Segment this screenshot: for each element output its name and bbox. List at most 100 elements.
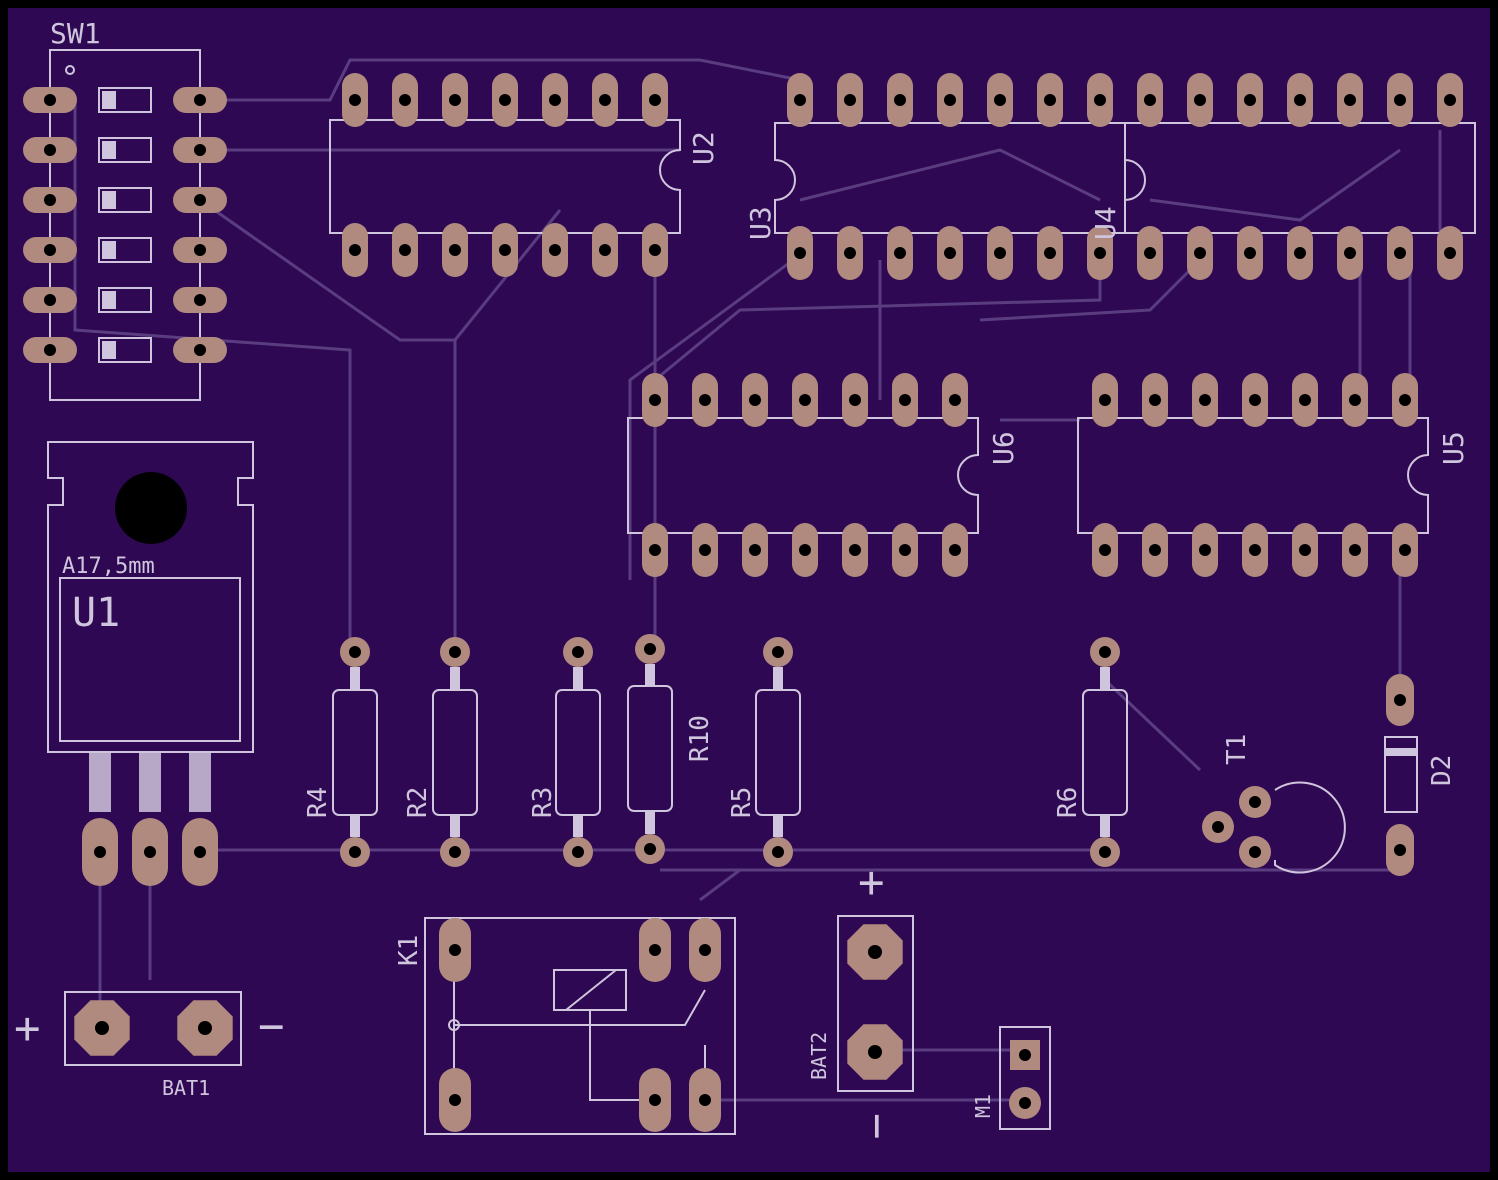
u1-body (59, 577, 241, 742)
r3-pad-top (563, 637, 593, 667)
sw1-pad-left-4 (23, 237, 77, 263)
u3-pin-bottom-4 (937, 226, 963, 280)
u3-pin-top-4 (937, 73, 963, 127)
u3-pin-bottom-5-drill (994, 247, 1006, 259)
label-u1: U1 (72, 590, 120, 636)
u4-pin-top-6 (1387, 73, 1413, 127)
bat1-pad-minus (177, 1000, 233, 1056)
u6-pin-bottom-1 (642, 523, 668, 577)
label-r4: R4 (303, 787, 333, 818)
u4-pin-bottom-3-drill (1244, 247, 1256, 259)
sw1-pad-left-5 (23, 287, 77, 313)
sw1-switch-knob-5 (102, 291, 116, 309)
label-t1: T1 (1222, 734, 1252, 765)
u5-pin-bottom-5-drill (1299, 544, 1311, 556)
sw1-pad-left-1-drill (44, 94, 56, 106)
u2-pin-bottom-3 (442, 223, 468, 277)
label-bat1: BAT1 (162, 1076, 210, 1100)
sw1-pad-right-3-drill (194, 194, 206, 206)
u3-pin-top-3 (887, 73, 913, 127)
u1-pad-2-drill (144, 846, 156, 858)
sw1-switch-2 (98, 137, 152, 163)
bat2-pad-minus (847, 1024, 903, 1080)
u6-pin-top-4-drill (799, 394, 811, 406)
u4-pin-top-7 (1437, 73, 1463, 127)
u6-pin-top-2 (692, 373, 718, 427)
d2-pad-anode-drill (1394, 694, 1406, 706)
r5-body (755, 689, 801, 816)
u2-pin-bottom-5-drill (549, 244, 561, 256)
u3-pin-bottom-2-drill (844, 247, 856, 259)
u6-pin-bottom-1-drill (649, 544, 661, 556)
k1-outline (424, 917, 736, 1135)
r5-pad-bottom-drill (772, 846, 784, 858)
sw1-pad-right-2-drill (194, 144, 206, 156)
u3-pin-bottom-7-drill (1094, 247, 1106, 259)
label-m1: M1 (971, 1094, 995, 1118)
k1-pad-coil-2-drill (449, 1094, 461, 1106)
u6-pin-top-1 (642, 373, 668, 427)
trace-18 (1103, 678, 1202, 772)
r5-pad-top-drill (772, 646, 784, 658)
r3-body (555, 689, 601, 816)
u6-pin-top-6-drill (899, 394, 911, 406)
t1-pad-3 (1239, 836, 1271, 868)
u2-pin-top-2-drill (399, 94, 411, 106)
u4-pin-top-6-drill (1394, 94, 1406, 106)
u2-pin-top-7 (642, 73, 668, 127)
label-r5: R5 (727, 787, 757, 818)
r10-pad-top-drill (644, 643, 656, 655)
m1-pad-1 (1010, 1040, 1040, 1070)
bat1-minus-sign: − (258, 1001, 285, 1052)
u3-pin-top-1-drill (794, 94, 806, 106)
r6-body (1082, 689, 1128, 816)
u5-pin-top-4-drill (1249, 394, 1261, 406)
u5-pin-bottom-3 (1192, 523, 1218, 577)
u6-outline (627, 417, 979, 534)
k1-pad-com-2-drill (699, 944, 711, 956)
u4-pin-top-5-drill (1344, 94, 1356, 106)
r4-pad-top (340, 637, 370, 667)
u5-pin-top-5-drill (1299, 394, 1311, 406)
sw1-pad-right-4-drill (194, 244, 206, 256)
u4-outline (1124, 122, 1476, 234)
sw1-switch-knob-1 (102, 91, 116, 109)
u5-pin-top-3 (1192, 373, 1218, 427)
u2-pin-bottom-6 (592, 223, 618, 277)
u5-pin-top-2-drill (1149, 394, 1161, 406)
u3-pin-bottom-5 (987, 226, 1013, 280)
u4-pin-top-4 (1287, 73, 1313, 127)
m1-outline (999, 1026, 1051, 1130)
u5-pin-bottom-2 (1142, 523, 1168, 577)
u6-pin-top-5-drill (849, 394, 861, 406)
k1-pad-com-1-drill (649, 944, 661, 956)
u4-pin-bottom-2-drill (1194, 247, 1206, 259)
u6-pin-bottom-3 (742, 523, 768, 577)
u3-pin-bottom-6-drill (1044, 247, 1056, 259)
u4-pin-bottom-2 (1187, 226, 1213, 280)
label-sw1: SW1 (50, 17, 101, 50)
label-bat2: BAT2 (807, 1032, 831, 1080)
k1-pad-coil-1 (439, 918, 471, 982)
u4-pin-bottom-5-drill (1344, 247, 1356, 259)
r5-pad-top (763, 637, 793, 667)
sw1-pad-left-2 (23, 137, 77, 163)
u5-pin-top-5 (1292, 373, 1318, 427)
u3-pin-top-2 (837, 73, 863, 127)
sw1-switch-knob-3 (102, 191, 116, 209)
t1-pad-1 (1239, 786, 1271, 818)
u3-pin-bottom-2 (837, 226, 863, 280)
u4-pin-bottom-4 (1287, 226, 1313, 280)
r4-pad-bottom (340, 837, 370, 867)
u4-pin-bottom-4-drill (1294, 247, 1306, 259)
u3-pin-top-5-drill (994, 94, 1006, 106)
u4-pin-bottom-1-drill (1144, 247, 1156, 259)
sw1-switch-1 (98, 87, 152, 113)
u6-pin-bottom-5 (842, 523, 868, 577)
u5-pin-bottom-2-drill (1149, 544, 1161, 556)
sw1-switch-5 (98, 287, 152, 313)
d2-pad-anode (1386, 674, 1414, 726)
u2-pin-top-4-drill (499, 94, 511, 106)
t1-pad-2-drill (1212, 821, 1224, 833)
